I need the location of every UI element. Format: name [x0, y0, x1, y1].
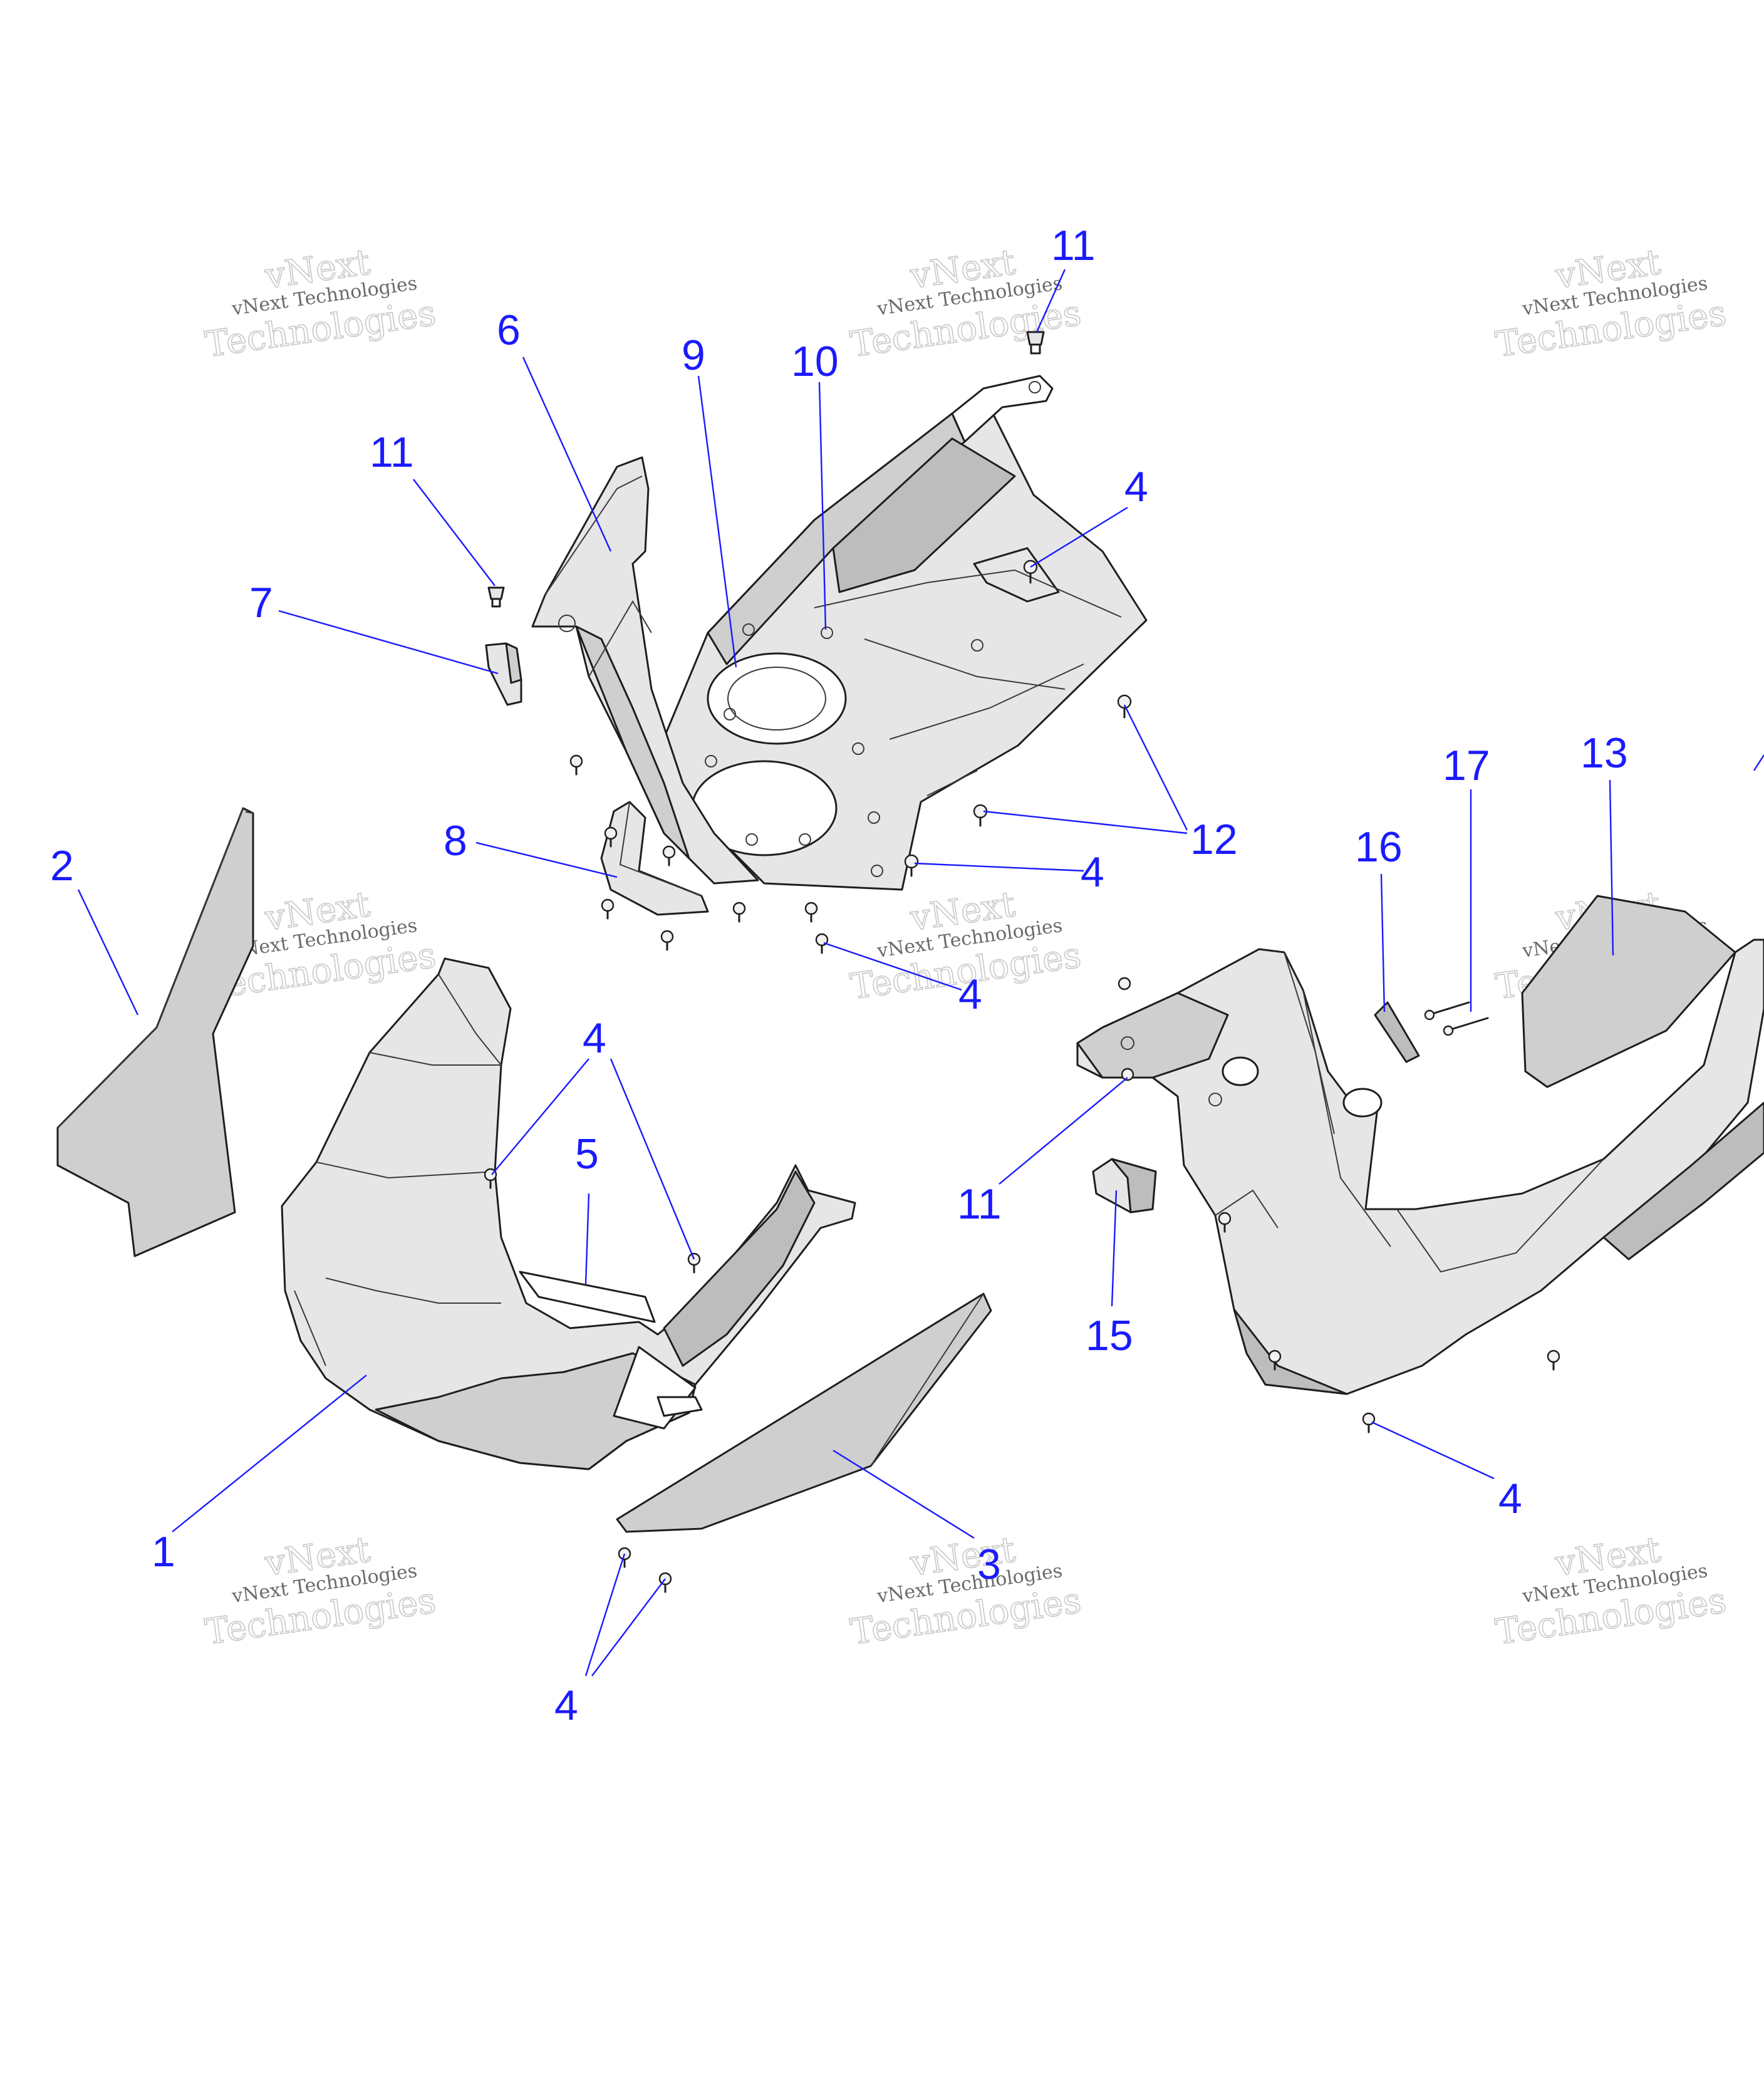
callout-4-right: 4: [1498, 1475, 1522, 1522]
leader-12-a: [1123, 704, 1188, 831]
fastener-part-4: [1118, 977, 1131, 991]
watermark-top-right: vNext vNext Technologies Technologies: [1493, 241, 1730, 366]
callout-16: 16: [1355, 823, 1403, 871]
leader-right-edge: [1753, 754, 1764, 771]
callout-12: 12: [1190, 816, 1238, 863]
watermark-top-left: vNext vNext Technologies Technologies: [202, 241, 439, 366]
callout-11-right: 11: [957, 1180, 1002, 1228]
callout-7: 7: [249, 579, 273, 627]
watermark-bottom-center: vNext vNext Technologies Technologies: [848, 1529, 1084, 1653]
fastener-part-4: [1362, 1412, 1376, 1433]
push-rivet-part-11-top: [1026, 331, 1045, 355]
leader-11-right: [999, 1077, 1128, 1185]
leader-4-upper-right: [1030, 506, 1128, 568]
fastener-part-4: [1268, 1349, 1282, 1371]
leader-lines: [77, 269, 1764, 1677]
callout-3: 3: [977, 1541, 1001, 1588]
fastener-part-11-right: [1121, 1068, 1134, 1081]
leader-6: [522, 356, 612, 552]
callout-9: 9: [682, 331, 705, 379]
callout-4-mid: 4: [958, 970, 982, 1018]
callout-10: 10: [791, 338, 839, 385]
fastener-part-4: [604, 826, 618, 848]
callout-5: 5: [575, 1130, 599, 1178]
fastener-part-12: [973, 804, 988, 827]
push-rivet-part-11-left: [487, 586, 505, 608]
fastener-part-4: [804, 902, 818, 923]
side-panel-part-3: [616, 1292, 992, 1533]
fastener-part-4: [660, 930, 674, 951]
leader-10: [818, 382, 827, 630]
leader-5: [584, 1193, 590, 1285]
fastener-part-4: [1547, 1349, 1560, 1371]
leader-11-left: [413, 479, 495, 586]
watermark-bottom-left: vNext vNext Technologies Technologies: [202, 1529, 439, 1653]
leader-4-bottom-b: [591, 1578, 666, 1677]
leader-4-mid: [823, 942, 962, 991]
callout-11-left: 11: [370, 429, 414, 476]
leader-2: [77, 889, 139, 1016]
callout-4-bottom: 4: [554, 1682, 578, 1729]
fastener-part-4: [618, 1547, 631, 1568]
callout-1: 1: [152, 1528, 175, 1576]
leader-11-top: [1035, 269, 1066, 333]
callout-4-left: 4: [583, 1014, 606, 1062]
leader-8: [475, 841, 618, 878]
watermark-bottom-right: vNext vNext Technologies Technologies: [1493, 1529, 1730, 1653]
leader-1: [172, 1375, 367, 1532]
fastener-part-4: [732, 902, 746, 923]
rivets-part-17: [1424, 1001, 1489, 1036]
callout-4-upper-right: 4: [1124, 463, 1148, 511]
leader-4-left-a: [491, 1058, 589, 1175]
leader-9: [697, 375, 737, 668]
callout-4-mid-right: 4: [1081, 848, 1104, 896]
bellypan-part-1: [281, 957, 856, 1470]
callout-17: 17: [1443, 742, 1490, 789]
fastener-set: [484, 559, 1560, 1593]
fastener-part-4: [1023, 559, 1038, 584]
callout-6: 6: [497, 306, 521, 354]
leader-4-left-b: [610, 1058, 695, 1260]
callout-13: 13: [1580, 729, 1628, 777]
side-panel-part-2: [56, 807, 254, 1257]
watermark-top-center: vNext vNext Technologies Technologies: [848, 241, 1084, 366]
leader-13: [1609, 779, 1614, 956]
leader-12-b: [983, 810, 1188, 835]
fastener-part-12: [1117, 694, 1132, 719]
leader-15: [1111, 1190, 1118, 1307]
bracket-part-6: [531, 456, 759, 885]
leader-4-mid-right: [914, 862, 1084, 872]
fastener-part-4: [904, 854, 919, 877]
fastener-part-4: [1218, 1212, 1232, 1233]
fastener-part-4: [569, 754, 583, 776]
fastener-part-4: [662, 845, 676, 866]
leader-3: [833, 1449, 975, 1539]
callout-2: 2: [50, 842, 74, 890]
clip-part-7: [485, 642, 522, 706]
callout-11-top: 11: [1051, 222, 1096, 269]
fastener-part-4: [658, 1572, 672, 1593]
callouts: 1 2 3 4 4 4 4 4 4 5 6 7 8 9 10 11 11 11 …: [50, 222, 1628, 1729]
skid-plate-part-9: [660, 375, 1148, 891]
leader-4-right: [1371, 1421, 1495, 1480]
leader-4-bottom-a: [584, 1553, 626, 1677]
callout-15: 15: [1086, 1312, 1133, 1360]
fastener-part-4: [687, 1252, 701, 1274]
bellypan-assembly-right: [1076, 895, 1764, 1395]
leader-16: [1380, 873, 1386, 1012]
callout-8: 8: [444, 817, 467, 865]
fastener-part-4: [601, 898, 615, 920]
leader-7: [278, 610, 499, 675]
